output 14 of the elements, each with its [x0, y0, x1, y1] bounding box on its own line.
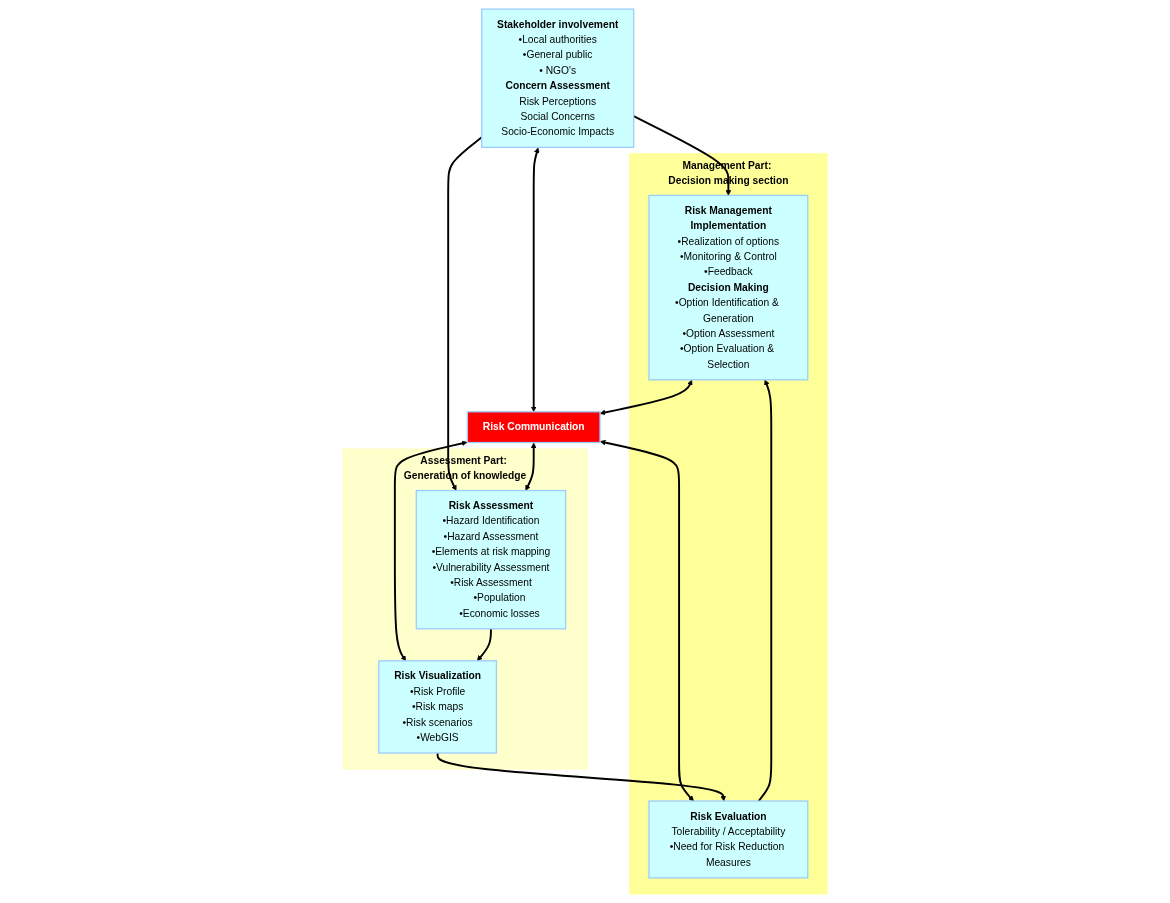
arrow: [599, 379, 693, 416]
arrow: [436, 752, 727, 802]
arrow: [393, 440, 468, 662]
node-box: Risk Management Implementation •Realization of options •Monitoring & Control •Feedback Decision Making •Option Identification & Generation •Option Assessment •Option Evaluation & Selection: [648, 194, 809, 381]
node-box: Stakeholder involvement •Local authorities •General public • NGO's Concern Assessment Risk Perceptions Social Concerns Socio-Economic Impacts: [481, 8, 635, 149]
arrow: [757, 379, 773, 802]
node-box: Risk Assessment •Hazard Identification •Hazard Assessment •Elements at risk mapping •Vulnerability Assessment •Risk Assessment •Population •Economic losses: [415, 489, 567, 630]
arrow: [530, 147, 540, 413]
node-box: Risk Visualization •Risk Profile •Risk maps •Risk scenarios •WebGIS: [378, 660, 498, 754]
node-box: Risk Evaluation Tolerability / Acceptability •Need for Risk Reduction Measures: [648, 800, 809, 879]
node-box: Risk Communication: [466, 411, 601, 444]
arrow: [600, 439, 694, 802]
arrow: [525, 442, 537, 491]
arrow: [476, 627, 492, 662]
